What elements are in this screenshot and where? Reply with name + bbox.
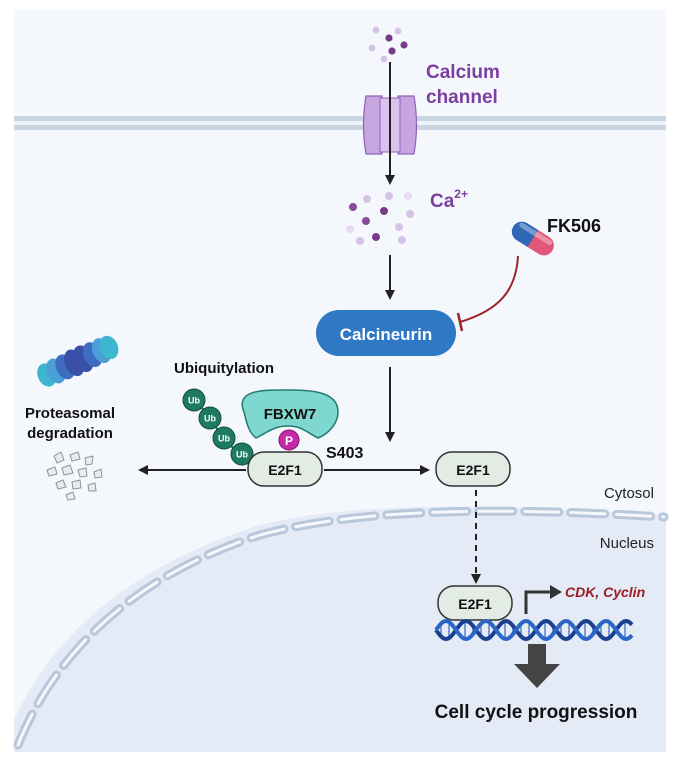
dna-icon (434, 618, 634, 642)
ub-icon-2 (198, 406, 222, 430)
proteasomal-degradation-label: Proteasomal (25, 405, 115, 422)
ub-icon-3 (212, 426, 236, 450)
cytosolic-calcium-ions (346, 192, 414, 245)
svg-text:P: P (285, 434, 293, 448)
peptide-fragments-icon (46, 451, 103, 501)
e2f1-free-node (435, 451, 511, 487)
e2f1-nuclear-node (437, 585, 513, 621)
inhibition-bar (456, 312, 464, 332)
plasma-membrane (14, 116, 666, 130)
proteasomal-degradation-label-2: degradation (27, 425, 113, 442)
calcium-channel-label: Calcium (426, 62, 500, 83)
cytosol-label: Cytosol (604, 485, 654, 502)
proteasome-icon (37, 335, 119, 387)
ub-icon-4 (230, 442, 254, 466)
outcome-label: Cell cycle progression (435, 702, 638, 723)
calcium-ion-label: Ca2+ (430, 187, 468, 212)
target-genes-label: CDK, Cyclin (565, 584, 645, 600)
ubiquitin-chain: Ub Ub Ub Ub (182, 388, 257, 466)
nucleus-label: Nucleus (600, 535, 654, 552)
e2f1-bound-node (247, 451, 323, 487)
svg-text:Ub: Ub (204, 414, 216, 424)
svg-text:Ub: Ub (236, 450, 248, 460)
fk506-pill-icon (511, 221, 554, 256)
e2f1-nuclear-label: E2F1 (458, 596, 492, 612)
phospho-icon (278, 429, 300, 451)
extracellular-calcium-ions (368, 26, 408, 63)
svg-text:Ub: Ub (218, 434, 230, 444)
fk506-inhibition-line (459, 255, 519, 323)
calcineurin-node (316, 310, 456, 356)
outcome-arrow (514, 644, 560, 688)
fbxw7-label: FBXW7 (264, 406, 317, 423)
svg-text:Ub: Ub (188, 396, 200, 406)
s403-label: S403 (326, 445, 363, 462)
transcription-arrow (524, 590, 552, 614)
ubiquitylation-label: Ubiquitylation (174, 360, 274, 377)
fk506-label: FK506 (547, 216, 601, 236)
calcium-channel-label-2: channel (426, 87, 498, 108)
e2f1-free-label: E2F1 (456, 462, 490, 478)
calcineurin-label: Calcineurin (340, 325, 433, 344)
e2f1-bound-label: E2F1 (268, 462, 302, 478)
ub-icon-1 (182, 388, 206, 412)
fbxw7-node (241, 389, 339, 439)
